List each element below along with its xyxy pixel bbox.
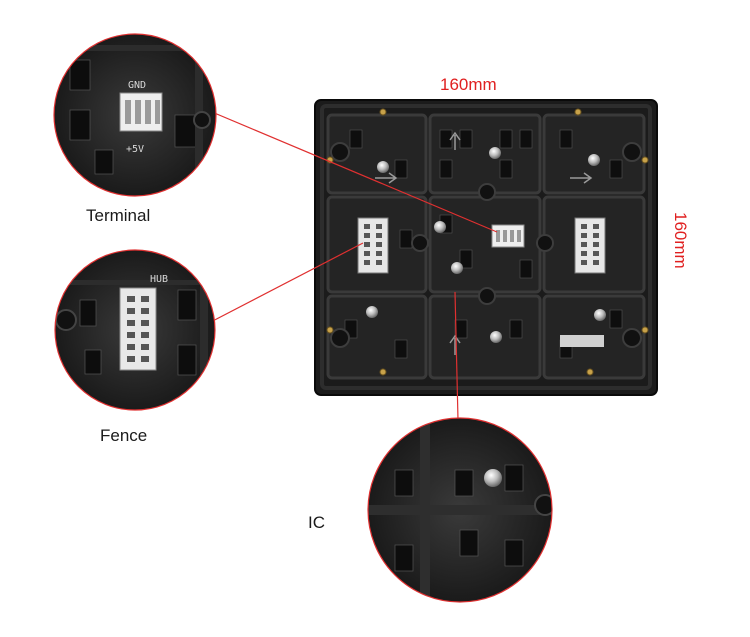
terminal-caption: Terminal [86, 206, 151, 225]
ic-caption: IC [308, 513, 325, 532]
fence-caption: Fence [100, 426, 148, 445]
leader-lines [204, 111, 498, 421]
width-dimension-label: 160mm [440, 75, 497, 94]
height-dimension-label: 160mm [671, 212, 690, 269]
hub-silkscreen: HUB [150, 274, 168, 285]
led-panel-board [314, 99, 658, 396]
ic-zoom [367, 417, 553, 603]
gnd-silkscreen: GND [128, 80, 146, 91]
plus5v-silkscreen: +5V [126, 144, 144, 155]
terminal-zoom: GND +5V [53, 33, 217, 197]
fence-zoom: HUB [54, 249, 216, 411]
